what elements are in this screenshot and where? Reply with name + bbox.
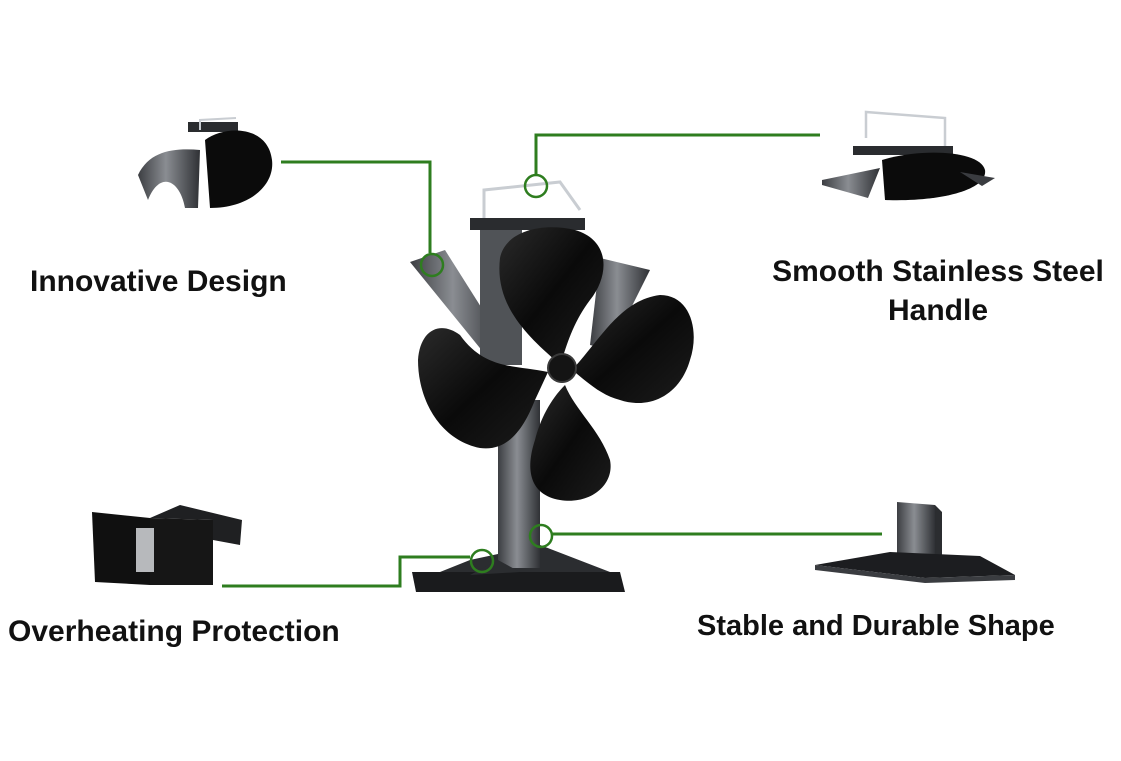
blade-detail-photo	[138, 117, 273, 208]
callout-line-innovative	[281, 160, 432, 253]
feature-label-innovative-design: Innovative Design	[30, 265, 287, 298]
fan-blade-top	[499, 227, 604, 360]
feature-label-stainless-handle-line2: Handle	[887, 294, 989, 327]
feature-label-stainless-handle-line1: Smooth Stainless Steel	[772, 255, 1104, 288]
marker-overheat	[469, 548, 495, 574]
feature-label-stable-shape: Stable and Durable Shape	[697, 610, 1055, 642]
fan-blades	[418, 227, 694, 501]
marker-handle	[523, 173, 549, 199]
feature-label-stainless-handle: Smooth Stainless Steel Handle	[748, 252, 1121, 330]
marker-innovative	[419, 252, 445, 278]
base-detail-photo	[815, 502, 1015, 583]
thermal-switch-photo	[92, 505, 242, 585]
marker-stable	[528, 523, 554, 549]
callout-line-handle	[534, 133, 820, 174]
fan-base	[412, 572, 625, 592]
callout-markers	[419, 173, 554, 574]
fan-blade-left	[418, 328, 548, 449]
fan-handle-wire	[482, 180, 582, 218]
handle-detail-photo	[822, 110, 995, 201]
fan-blade-right	[572, 295, 694, 404]
callout-line-overheat	[222, 555, 470, 588]
fan-hub	[547, 353, 577, 383]
thermal-switch-label	[136, 528, 154, 572]
fan-right-arm	[590, 258, 650, 350]
feature-label-overheating-protection: Overheating Protection	[8, 615, 340, 648]
callout-lines	[222, 133, 882, 588]
fan-blade-bottom	[530, 385, 611, 501]
